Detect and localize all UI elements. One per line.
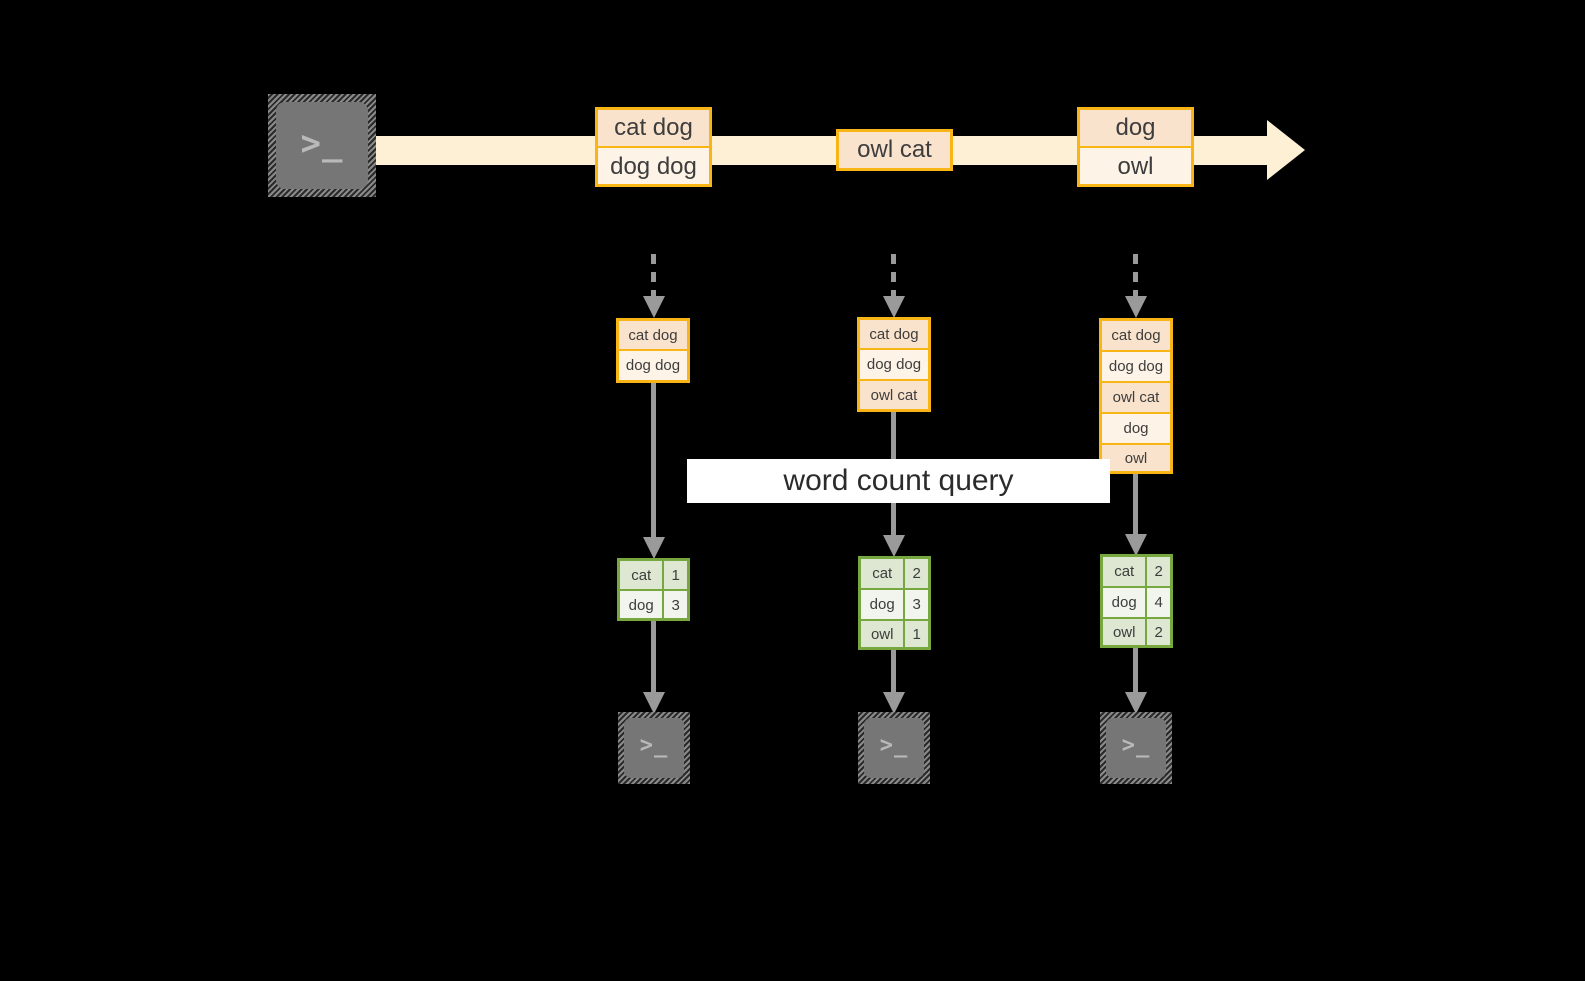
snapshot-trigger-line-3: [1133, 254, 1138, 302]
snapshot-input-text: dog dog: [860, 350, 928, 379]
snapshot-input-text: dog: [1102, 414, 1170, 443]
snapshot-trigger-line-2: [891, 254, 896, 302]
snapshot-input-row: dog dog: [860, 350, 928, 381]
snapshot-trigger-arrowhead-2: [883, 296, 905, 318]
snapshot-input-1: cat dog dog dog: [616, 318, 690, 383]
sink-flow-line-3: [1133, 648, 1138, 698]
snapshot-input-row: cat dog: [860, 320, 928, 350]
snapshot-input-2: cat dog dog dog owl cat: [857, 317, 931, 412]
result-word: cat: [861, 559, 906, 588]
result-row: cat 1: [620, 561, 687, 591]
stream-message-3: dog owl: [1077, 107, 1194, 187]
snapshot-input-text: cat dog: [860, 320, 928, 348]
sink-flow-arrowhead-2: [883, 692, 905, 714]
result-row: dog 3: [861, 590, 928, 621]
snapshot-input-row: dog dog: [619, 351, 687, 380]
sink-terminal-icon-2[interactable]: >_: [858, 712, 930, 784]
result-row: dog 3: [620, 591, 687, 618]
result-count: 1: [905, 621, 928, 647]
snapshot-input-row: owl: [1102, 445, 1170, 471]
result-word: dog: [620, 591, 665, 618]
sink-flow-arrowhead-1: [643, 692, 665, 714]
terminal-screen: [1106, 718, 1166, 778]
query-flow-line-3: [1133, 474, 1138, 544]
result-count: 2: [1147, 557, 1170, 586]
snapshot-input-row: dog dog: [1102, 352, 1170, 383]
snapshot-input-row: owl cat: [1102, 383, 1170, 414]
stream-message-line: dog: [1080, 110, 1191, 148]
terminal-prompt-glyph: >_: [639, 733, 669, 759]
terminal-screen: [864, 718, 924, 778]
stream-arrow-head: [1267, 120, 1305, 180]
stream-message-line: owl cat: [839, 132, 950, 168]
result-count: 3: [664, 591, 687, 618]
query-flow-line-1: [651, 383, 656, 543]
result-row: owl 2: [1103, 619, 1170, 645]
result-count: 3: [905, 590, 928, 619]
snapshot-input-text: cat dog: [619, 321, 687, 349]
stream-message-line: cat dog: [598, 110, 709, 148]
snapshot-input-row: cat dog: [1102, 321, 1170, 352]
snapshot-input-row: cat dog: [619, 321, 687, 351]
result-word: dog: [1103, 588, 1148, 617]
query-label: word count query: [687, 459, 1110, 503]
result-row: dog 4: [1103, 588, 1170, 619]
snapshot-input-text: owl cat: [860, 381, 928, 409]
query-flow-arrowhead-1: [643, 537, 665, 559]
sink-flow-arrowhead-3: [1125, 692, 1147, 714]
terminal-prompt-glyph: >_: [879, 733, 909, 759]
snapshot-input-text: dog dog: [619, 351, 687, 380]
result-table-3: cat 2 dog 4 owl 2: [1100, 554, 1173, 648]
result-word: dog: [861, 590, 906, 619]
terminal-prompt-glyph: >_: [300, 122, 344, 163]
stream-message-1: cat dog dog dog: [595, 107, 712, 187]
snapshot-input-row: dog: [1102, 414, 1170, 445]
snapshot-input-3: cat dog dog dog owl cat dog owl: [1099, 318, 1173, 474]
snapshot-input-text: owl: [1102, 445, 1170, 471]
terminal-screen: [624, 718, 684, 778]
result-row: owl 1: [861, 621, 928, 647]
snapshot-trigger-line-1: [651, 254, 656, 302]
snapshot-input-row: owl cat: [860, 381, 928, 409]
stream-message-line: owl: [1080, 148, 1191, 184]
query-flow-arrowhead-2: [883, 535, 905, 557]
stream-message-line: dog dog: [598, 148, 709, 184]
snapshot-input-text: dog dog: [1102, 352, 1170, 381]
result-word: cat: [620, 561, 665, 589]
result-count: 1: [664, 561, 687, 589]
snapshot-input-text: cat dog: [1102, 321, 1170, 350]
terminal-screen: [276, 102, 368, 189]
sink-flow-line-2: [891, 650, 896, 698]
result-count: 2: [905, 559, 928, 588]
sink-flow-line-1: [651, 621, 656, 698]
terminal-prompt-glyph: >_: [1121, 733, 1151, 759]
result-count: 4: [1147, 588, 1170, 617]
result-word: owl: [1103, 619, 1148, 645]
result-word: owl: [861, 621, 906, 647]
result-count: 2: [1147, 619, 1170, 645]
stream-message-2: owl cat: [836, 129, 953, 171]
snapshot-trigger-arrowhead-1: [643, 296, 665, 318]
sink-terminal-icon-1[interactable]: >_: [618, 712, 690, 784]
query-flow-arrowhead-3: [1125, 534, 1147, 556]
result-word: cat: [1103, 557, 1148, 586]
sink-terminal-icon-3[interactable]: >_: [1100, 712, 1172, 784]
result-table-2: cat 2 dog 3 owl 1: [858, 556, 931, 650]
result-row: cat 2: [861, 559, 928, 590]
result-row: cat 2: [1103, 557, 1170, 588]
result-table-1: cat 1 dog 3: [617, 558, 690, 621]
snapshot-trigger-arrowhead-3: [1125, 296, 1147, 318]
snapshot-input-text: owl cat: [1102, 383, 1170, 412]
source-terminal-icon[interactable]: >_: [268, 94, 376, 197]
